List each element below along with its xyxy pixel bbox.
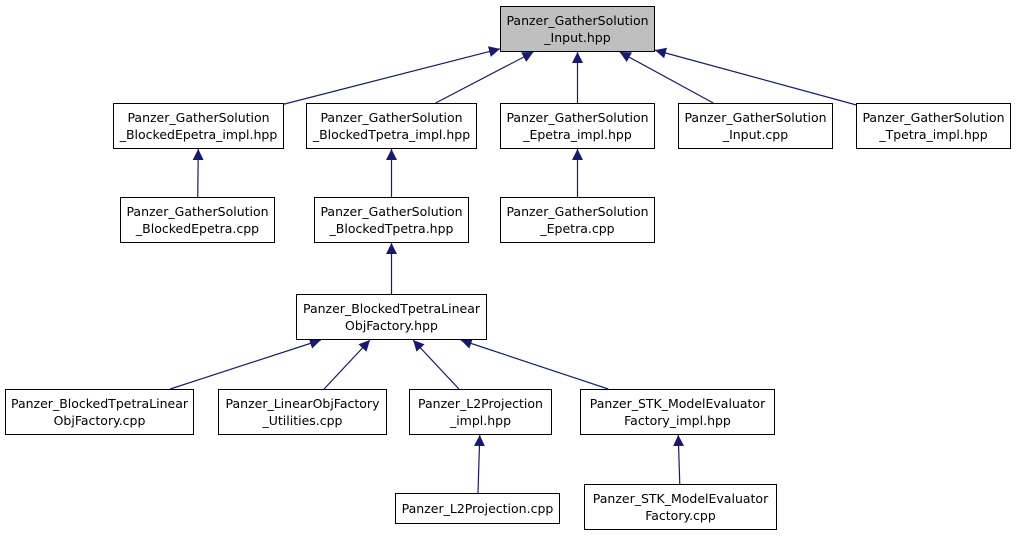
edge-blocked_tpetra_lof_cpp-to-blocked_tpetra_lof_hpp [170,338,321,390]
node-gathersolution-blockedepetra-cpp[interactable]: Panzer_GatherSolution _BlockedEpetra.cpp [120,197,275,243]
node-label-line2: _BlockedTpetra_impl.hpp [312,127,471,142]
node-blockedtpetralinearobjfactory-hpp[interactable]: Panzer_BlockedTpetraLinear ObjFactory.hp… [296,294,487,340]
node-gathersolution-epetra-cpp[interactable]: Panzer_GatherSolution _Epetra.cpp [500,197,655,243]
node-stk-modelevaluatorfactory-impl-hpp[interactable]: Panzer_STK_ModelEvaluator Factory_impl.h… [580,389,775,435]
node-label-line1: Panzer_L2Projection [418,396,543,411]
node-label-line1: Panzer_STK_ModelEvaluator [592,491,769,506]
node-label-line1: Panzer_LinearObjFactory [225,396,380,411]
node-label-line2: _Input.cpp [722,127,789,142]
node-gathersolution-blockedtpetra-hpp[interactable]: Panzer_GatherSolution _BlockedTpetra.hpp [314,197,469,243]
node-label-line2: _Epetra.cpp [540,221,615,236]
node-label-line1: Panzer_BlockedTpetraLinear [303,301,480,316]
node-label-line1: Panzer_GatherSolution [506,110,649,125]
node-gathersolution-epetra-impl-hpp[interactable]: Panzer_GatherSolution _Epetra_impl.hpp [500,103,655,149]
edge-blocked_tpetra_impl-to-gather_input_hpp [435,51,534,104]
node-label-line1: Panzer_L2Projection.cpp [401,501,554,516]
edge-input_cpp-to-gather_input_hpp [619,51,714,104]
node-gathersolution-blockedtpetra-impl-hpp[interactable]: Panzer_GatherSolution _BlockedTpetra_imp… [306,103,477,149]
edge-stk_me_factory_cpp-to-stk_me_factory_impl [673,434,685,485]
node-label-line1: Panzer_GatherSolution [506,13,649,28]
node-label-line2: _Tpetra_impl.hpp [879,127,988,142]
edge-stk_me_factory_impl-to-blocked_tpetra_lof_hpp [460,338,609,390]
node-gathersolution-tpetra-impl-hpp[interactable]: Panzer_GatherSolution _Tpetra_impl.hpp [856,103,1011,149]
node-label-line2: ObjFactory.hpp [345,318,438,333]
edge-lof_utilities_cpp-to-blocked_tpetra_lof_hpp [323,339,371,390]
node-label-line2: _Epetra_impl.hpp [523,127,632,142]
node-label-line1: Panzer_STK_ModelEvaluator [589,396,766,411]
edge-l2proj_cpp-to-l2proj_impl_hpp [473,434,485,494]
node-l2projection-impl-hpp[interactable]: Panzer_L2Projection _impl.hpp [409,389,552,435]
edge-blocked_epetra_impl-to-gather_input_hpp [283,46,501,105]
node-label-line1: Panzer_GatherSolution [862,110,1005,125]
node-gathersolution-input-cpp[interactable]: Panzer_GatherSolution _Input.cpp [678,103,833,149]
node-label-line1: Panzer_GatherSolution [126,204,269,219]
node-label-line1: Panzer_GatherSolution [320,204,463,219]
node-label-line2: _BlockedEpetra.cpp [135,221,260,236]
node-l2projection-cpp[interactable]: Panzer_L2Projection.cpp [395,493,560,524]
node-label-line2: Factory.cpp [645,508,716,523]
node-label-line2: _impl.hpp [449,413,512,428]
node-blockedtpetralinearobjfactory-cpp[interactable]: Panzer_BlockedTpetraLinear ObjFactory.cp… [5,389,194,435]
node-gathersolution-blockedepetra-impl-hpp[interactable]: Panzer_GatherSolution _BlockedEpetra_imp… [113,103,284,149]
node-stk-modelevaluatorfactory-cpp[interactable]: Panzer_STK_ModelEvaluator Factory.cpp [584,484,777,530]
node-label-line2: ObjFactory.cpp [53,413,146,428]
node-label-line2: _BlockedEpetra_impl.hpp [119,127,278,142]
node-label-line1: Panzer_BlockedTpetraLinear [11,396,188,411]
node-label-line1: Panzer_GatherSolution [320,110,463,125]
node-label-line2: Factory_impl.hpp [624,413,731,428]
node-linearobjfactory-utilities-cpp[interactable]: Panzer_LinearObjFactory _Utilities.cpp [218,389,387,435]
edge-l2proj_impl_hpp-to-blocked_tpetra_lof_hpp [412,339,460,390]
node-gathersolution-input-hpp: Panzer_GatherSolution _Input.hpp [500,6,655,52]
node-label-line1: Panzer_GatherSolution [127,110,270,125]
node-label-line2: _BlockedTpetra.hpp [329,221,454,236]
node-label-line1: Panzer_GatherSolution [684,110,827,125]
node-label-line1: Panzer_GatherSolution [506,204,649,219]
edge-blocked_epetra_cpp-to-blocked_epetra_impl [192,148,204,198]
edge-tpetra_impl-to-gather_input_hpp [654,47,857,106]
node-label-line2: _Utilities.cpp [262,413,343,428]
node-label-line2: _Input.hpp [544,30,611,45]
